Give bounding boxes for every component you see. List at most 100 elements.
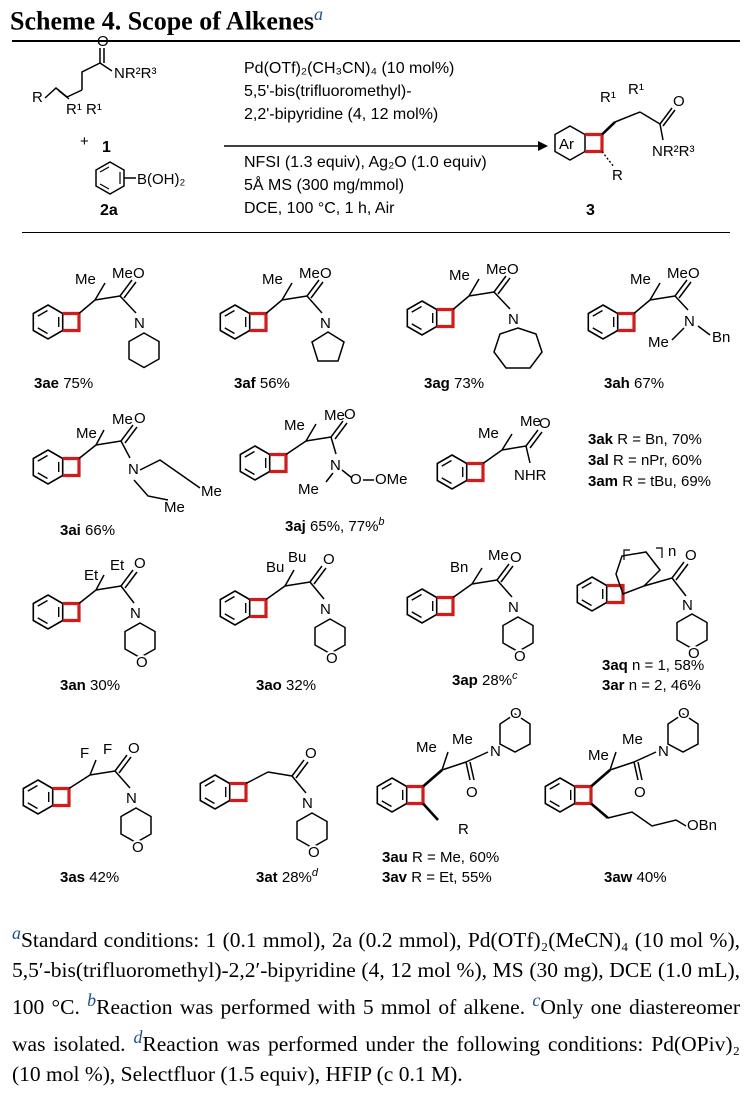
svg-text:Bn: Bn (712, 329, 730, 346)
svg-text:O: O (134, 555, 146, 572)
svg-text:OMe: OMe (375, 471, 408, 488)
svg-text:N: N (128, 461, 139, 478)
structure-3ae: O Me Me N (31, 265, 160, 369)
structure-3ag: O Me Me N (405, 261, 543, 369)
structure-3af: O Me Me N (218, 265, 345, 362)
svg-text:N: N (134, 315, 145, 332)
svg-text:O: O (97, 33, 109, 50)
svg-text:Me: Me (630, 271, 651, 288)
svg-text:Me: Me (324, 407, 345, 424)
svg-text:F: F (80, 745, 89, 762)
svg-text:O: O (132, 839, 144, 856)
label-3ag: 3ag 73% (424, 375, 484, 392)
structure-3as: O F F N O O (21, 740, 152, 858)
svg-text:Bu: Bu (266, 559, 284, 576)
label-3an: 3an 30% (60, 677, 120, 694)
svg-text:N: N (320, 315, 331, 332)
svg-text:OBn: OBn (687, 817, 717, 834)
label-3at: 3at 28%d (256, 867, 319, 886)
structure-3ai: O Me Me N Me Me (31, 410, 222, 516)
svg-text:Me: Me (262, 271, 283, 288)
svg-text:Me: Me (112, 411, 133, 428)
svg-text:O: O (323, 551, 335, 568)
svg-text:Me: Me (588, 747, 609, 764)
structure-3aj: O Me Me N Me O OMe (238, 406, 408, 498)
svg-text:O: O (678, 705, 690, 722)
structures-canvas: R O NR²R³ R¹ R¹ 1 + B(OH)₂ 2a Ar R R¹ R¹… (21, 33, 730, 886)
svg-text:O: O (634, 784, 646, 801)
footnote-a: Standard conditions: 1 (0.1 mmol), 2a (0… (12, 928, 740, 1020)
footnote-c: Only one diastereomer was isolated. (12, 995, 740, 1057)
label-3ar: 3ar n = 2, 46% (602, 677, 701, 694)
label-3aw: 3aw 40% (604, 869, 667, 886)
label-3as: 3as 42% (60, 869, 119, 886)
svg-text:N: N (508, 599, 519, 616)
reagent-line-4: NFSI (1.3 equiv), Ag₂O (1.0 equiv) (244, 154, 487, 171)
label-3am: 3am R = tBu, 69% (588, 473, 711, 490)
footnote-d-mark: d (133, 1027, 143, 1048)
svg-text:O: O (136, 654, 148, 671)
svg-text:O: O (320, 265, 332, 282)
phenylboronic-acid-structure: B(OH)₂ (95, 161, 185, 195)
structure-3at: O N O O (198, 745, 328, 863)
svg-text:R¹ R¹: R¹ R¹ (66, 101, 102, 118)
footnote-d: Reaction was performed under the followi… (12, 1032, 741, 1087)
svg-text:O: O (510, 549, 522, 566)
svg-text:Me: Me (201, 483, 222, 500)
svg-text:O: O (507, 261, 519, 278)
svg-text:R¹: R¹ (628, 81, 644, 98)
label-3aj: 3aj 65%, 77%b (285, 516, 385, 535)
svg-text:NHR: NHR (514, 467, 547, 484)
svg-text:Me: Me (164, 499, 185, 516)
label-3ah: 3ah 67% (604, 375, 664, 392)
scheme-title: Scheme 4. Scope of Alkenesa (10, 4, 324, 36)
svg-text:O: O (688, 265, 700, 282)
svg-text:N: N (126, 790, 137, 807)
structure-3ao: O Bu Bu N O O (218, 549, 346, 669)
footnote-b-mark: b (87, 990, 97, 1011)
label-3ao: 3ao 32% (256, 677, 316, 694)
svg-text:R: R (32, 89, 43, 106)
structure-3au: R O Me Me N O O (375, 703, 531, 838)
svg-text:O: O (134, 410, 146, 427)
svg-text:N: N (490, 743, 501, 760)
footnotes: aStandard conditions: 1 (0.1 mmol), 2a (… (12, 918, 740, 1089)
svg-text:Me: Me (622, 731, 643, 748)
footnote-a-mark: a (12, 923, 21, 943)
svg-text:Me: Me (452, 731, 473, 748)
svg-text:O: O (132, 839, 144, 856)
svg-text:Me: Me (667, 265, 688, 282)
footnote-c-mark: c (532, 990, 541, 1011)
svg-text:F: F (103, 741, 112, 758)
svg-text:O: O (539, 415, 551, 432)
svg-text:N: N (330, 457, 341, 474)
svg-text:O: O (326, 650, 338, 667)
label-3ae: 3ae 75% (34, 375, 93, 392)
product-3-structure: Ar R R¹ R¹ O NR²R³ (554, 81, 695, 184)
svg-text:O: O (133, 265, 145, 282)
svg-text:R¹: R¹ (600, 89, 616, 106)
reactant-1-label: 1 (102, 139, 111, 156)
svg-text:N: N (658, 743, 669, 760)
reagent-line-5: 5Å MS (300 mg/mmol) (244, 177, 405, 194)
svg-text:Me: Me (648, 334, 669, 351)
svg-text:NR²R³: NR²R³ (114, 65, 157, 82)
reagent-line-3: 2,2'-bipyridine (4, 12 mol%) (244, 106, 439, 123)
svg-text:O: O (514, 648, 526, 665)
svg-text:O: O (685, 547, 697, 564)
svg-text:O: O (514, 648, 526, 665)
svg-text:Et: Et (110, 557, 125, 574)
label-3ai: 3ai 66% (60, 522, 115, 539)
svg-text:O: O (308, 844, 320, 861)
reagent-line-6: DCE, 100 °C, 1 h, Air (244, 200, 395, 217)
label-3ap: 3ap 28%c (452, 670, 518, 689)
svg-text:N: N (682, 597, 693, 614)
svg-text:Bu: Bu (288, 549, 306, 566)
svg-text:Et: Et (84, 567, 99, 584)
svg-text:Me: Me (416, 739, 437, 756)
structure-3ap: O Bn Me N O O (405, 547, 534, 667)
svg-text:R: R (458, 821, 469, 838)
svg-text:Me: Me (298, 481, 319, 498)
svg-text:N: N (130, 605, 141, 622)
svg-text:R: R (612, 167, 623, 184)
